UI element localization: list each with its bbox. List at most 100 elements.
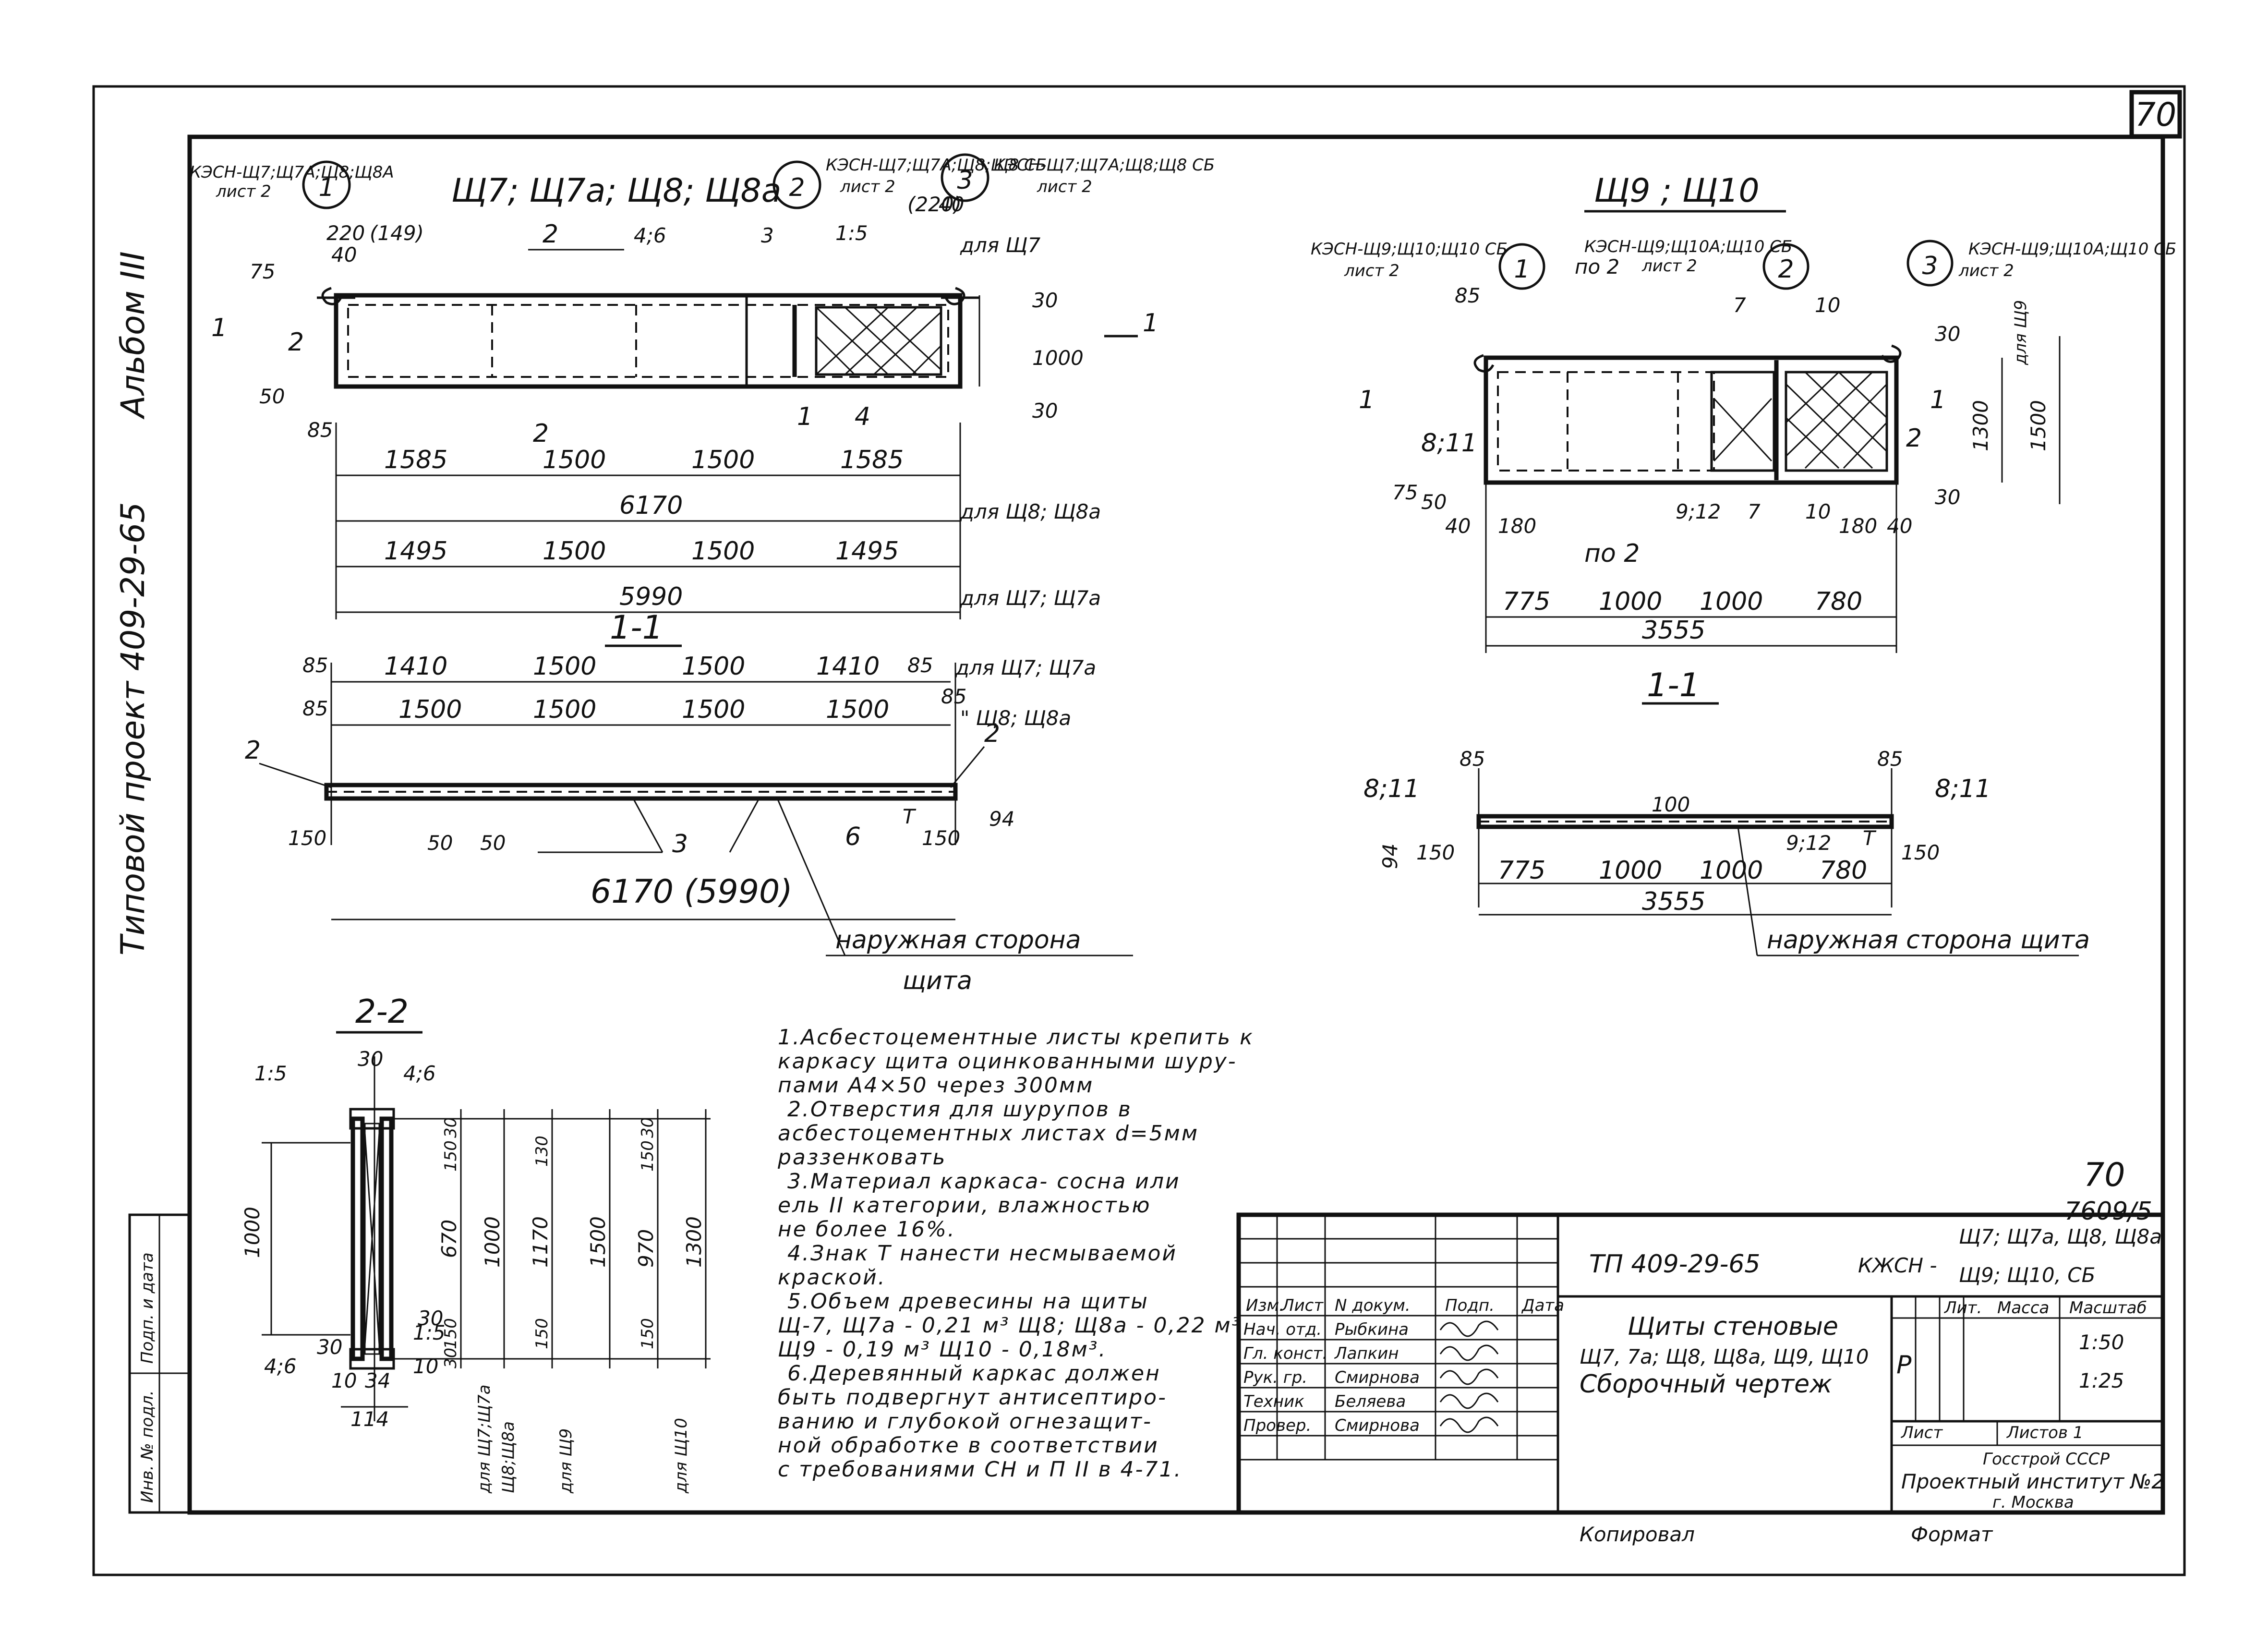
svg-text:1300: 1300: [682, 1216, 706, 1268]
svg-text:40: 40: [939, 193, 964, 216]
svg-text:8;11: 8;11: [1363, 774, 1420, 803]
album-label: Альбом III: [114, 251, 152, 420]
svg-text:1-1: 1-1: [610, 609, 663, 647]
right-panel-view: Щ9 ; Щ10 1 КЭСН-Щ9;Щ10;Щ10 СБ лист 2 2 К…: [1311, 172, 2176, 653]
svg-text:КЭСН-Щ9;Щ10А;Щ10 СБ: КЭСН-Щ9;Щ10А;Щ10 СБ: [1968, 240, 2176, 259]
svg-text:150: 150: [638, 1318, 657, 1349]
svg-text:ель II категории, влажностью: ель II категории, влажностью: [778, 1193, 1151, 1218]
svg-text:(149): (149): [370, 221, 424, 245]
svg-text:Сборочный чертеж: Сборочный чертеж: [1580, 1370, 1832, 1399]
format-label: Формат: [1911, 1523, 1993, 1546]
svg-text:КЭСН-Щ7;Щ7А;Щ8;Щ8 СБ: КЭСН-Щ7;Щ7А;Щ8;Щ8 СБ: [994, 156, 1215, 175]
svg-text:1:50: 1:50: [2079, 1331, 2124, 1354]
svg-text:Смирнова: Смирнова: [1335, 1416, 1420, 1435]
svg-text:34: 34: [365, 1369, 390, 1392]
svg-text:2: 2: [789, 173, 805, 202]
svg-text:6: 6: [845, 822, 861, 851]
svg-text:2-2: 2-2: [355, 993, 409, 1031]
svg-text:1500: 1500: [826, 695, 889, 724]
svg-text:Провер.: Провер.: [1243, 1416, 1311, 1435]
svg-text:30: 30: [638, 1117, 657, 1138]
svg-text:с требованиями СН и П II в 4-7: с требованиями СН и П II в 4-71.: [778, 1457, 1182, 1482]
svg-text:Инв. № подл.: Инв. № подл.: [138, 1390, 157, 1503]
svg-text:лист 2: лист 2: [1344, 261, 1399, 280]
svg-text:1:5: 1:5: [254, 1062, 287, 1085]
copied-label: Копировал: [1580, 1523, 1695, 1546]
svg-text:1500: 1500: [533, 652, 596, 681]
svg-text:150: 150: [1901, 841, 1940, 864]
svg-text:Щ9 ; Щ10: Щ9 ; Щ10: [1594, 172, 1760, 210]
svg-text:85: 85: [302, 653, 328, 677]
svg-text:10: 10: [1815, 293, 1840, 317]
svg-text:Щ7, 7а; Щ8, Щ8а, Щ9, Щ10: Щ7, 7а; Щ8, Щ8а, Щ9, Щ10: [1580, 1345, 1869, 1368]
svg-text:КЭСН-Щ7;Щ7А;Щ8;Щ8 СБ: КЭСН-Щ7;Щ7А;Щ8;Щ8 СБ: [826, 156, 1047, 175]
svg-text:3.Материал каркаса- сосна или: 3.Материал каркаса- сосна или: [787, 1169, 1181, 1194]
left-panel-view: Щ7; Щ7а; Щ8; Щ8а 1 КЭСН-Щ7;Щ7А;Щ8;Щ8А ли…: [190, 153, 1215, 619]
svg-text:1: 1: [1514, 255, 1530, 284]
svg-text:1500: 1500: [398, 695, 462, 724]
svg-text:T: T: [903, 805, 917, 828]
svg-text:1: 1: [1143, 309, 1158, 338]
svg-text:Щ-7, Щ7а - 0,21 м³ Щ8; Щ8а - 0: Щ-7, Щ7а - 0,21 м³ Щ8; Щ8а - 0,22 м³: [778, 1313, 1242, 1338]
svg-text:Дата: Дата: [1521, 1296, 1564, 1315]
svg-text:Лапкин: Лапкин: [1334, 1344, 1399, 1363]
svg-text:КЭСН-Щ9;Щ10;Щ10 СБ: КЭСН-Щ9;Щ10;Щ10 СБ: [1311, 240, 1508, 259]
section-2-2: 2-2 1:5 30 4;6 1000 1:5 30 4;6 30 10 34 …: [241, 993, 711, 1494]
svg-text:50: 50: [1421, 490, 1447, 514]
svg-text:N докум.: N докум.: [1335, 1296, 1411, 1315]
svg-text:Лист: Лист: [1900, 1423, 1943, 1442]
svg-text:1495: 1495: [384, 537, 447, 566]
svg-text:Щ8;Щ8а: Щ8;Щ8а: [499, 1421, 518, 1493]
svg-text:1500: 1500: [586, 1216, 610, 1268]
svg-text:лист 2: лист 2: [1037, 177, 1092, 196]
svg-text:лист 2: лист 2: [840, 177, 895, 196]
svg-text:94: 94: [989, 807, 1014, 831]
svg-text:1500: 1500: [691, 537, 755, 566]
title-block: 70 7609/5 Изм. Лист N докум. Подп. Дата …: [1236, 1156, 2165, 1515]
svg-text:краской.: краской.: [778, 1265, 886, 1290]
svg-text:40: 40: [331, 243, 357, 266]
svg-text:85: 85: [1877, 747, 1903, 771]
svg-text:1000: 1000: [1599, 856, 1662, 885]
svg-text:Лист: Лист: [1281, 1296, 1324, 1315]
svg-text:3: 3: [761, 224, 774, 247]
svg-text:2: 2: [1778, 255, 1794, 284]
svg-text:для Щ7;Щ7а: для Щ7;Щ7а: [475, 1385, 494, 1494]
svg-text:Изм.: Изм.: [1246, 1296, 1284, 1315]
svg-text:1:5: 1:5: [413, 1321, 446, 1344]
svg-text:85: 85: [907, 653, 933, 677]
svg-text:1500: 1500: [691, 446, 755, 474]
svg-text:" Щ8; Щ8а: " Щ8; Щ8а: [960, 706, 1071, 730]
svg-text:2: 2: [984, 719, 1000, 748]
svg-text:30: 30: [1032, 399, 1058, 423]
svg-text:7: 7: [1748, 500, 1761, 523]
svg-text:1500: 1500: [682, 695, 745, 724]
svg-text:150: 150: [922, 826, 960, 850]
svg-text:100: 100: [1652, 793, 1690, 816]
svg-text:1170: 1170: [529, 1216, 552, 1268]
svg-text:лист 2: лист 2: [1958, 261, 2014, 280]
svg-text:2: 2: [1906, 424, 1922, 453]
svg-text:Рыбкина: Рыбкина: [1335, 1320, 1409, 1339]
svg-text:150: 150: [441, 1140, 460, 1172]
svg-text:6.Деревянный каркас должен: 6.Деревянный каркас должен: [787, 1361, 1161, 1386]
svg-text:5.Объем древесины на щиты: 5.Объем древесины на щиты: [787, 1289, 1149, 1314]
svg-text:1300: 1300: [1969, 400, 1992, 451]
svg-text:лист 2: лист 2: [216, 182, 271, 201]
svg-text:1: 1: [1359, 386, 1375, 414]
left-view-title: Щ7; Щ7а; Щ8; Щ8а: [451, 172, 781, 210]
svg-text:1:25: 1:25: [2079, 1369, 2124, 1392]
svg-text:для Щ7; Щ7а: для Щ7; Щ7а: [955, 656, 1096, 679]
svg-text:КЭСН-Щ7;Щ7А;Щ8;Щ8А: КЭСН-Щ7;Щ7А;Щ8;Щ8А: [190, 163, 394, 182]
svg-text:Листов 1: Листов 1: [2006, 1423, 2083, 1442]
svg-text:775: 775: [1498, 856, 1545, 885]
svg-text:85: 85: [302, 697, 328, 720]
svg-text:7: 7: [1733, 293, 1746, 317]
svg-text:1500: 1500: [2027, 400, 2050, 451]
svg-text:Рук. гр.: Рук. гр.: [1243, 1368, 1307, 1387]
svg-text:30: 30: [317, 1335, 342, 1359]
svg-text:Проектный институт №2: Проектный институт №2: [1901, 1470, 2164, 1493]
svg-text:1000: 1000: [1032, 346, 1084, 370]
svg-text:30: 30: [1032, 289, 1058, 312]
svg-text:10: 10: [413, 1355, 438, 1378]
